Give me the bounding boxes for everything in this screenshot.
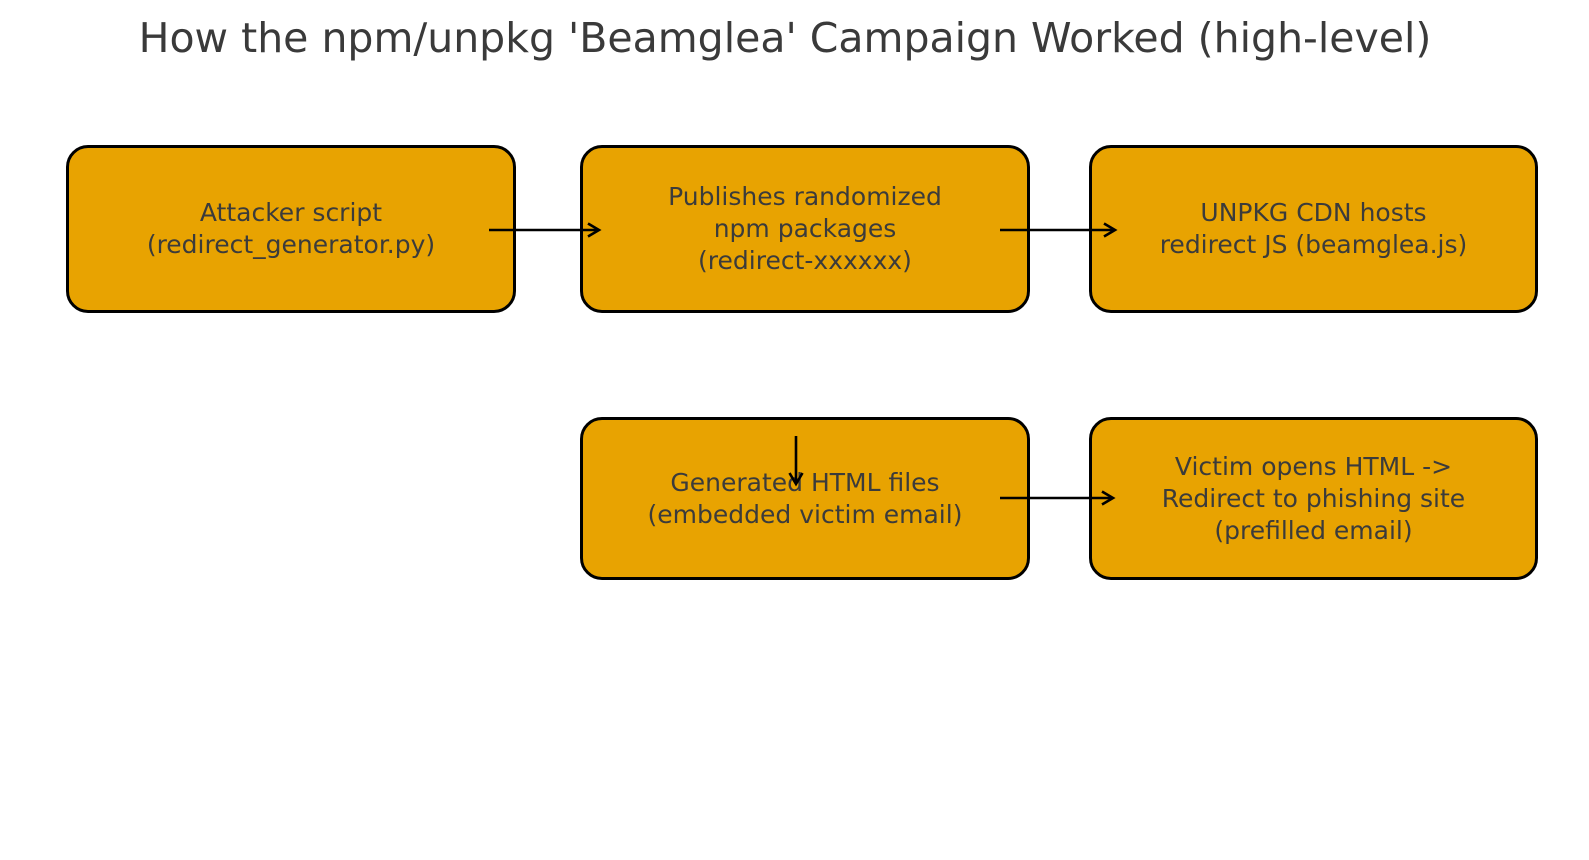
node-generated-html: Generated HTML files (embedded victim em… bbox=[580, 417, 1030, 580]
node-attacker-script: Attacker script (redirect_generator.py) bbox=[66, 145, 516, 313]
node-victim-redirect: Victim opens HTML -> Redirect to phishin… bbox=[1089, 417, 1538, 580]
node-npm-packages: Publishes randomized npm packages (redir… bbox=[580, 145, 1030, 313]
diagram-title: How the npm/unpkg 'Beamglea' Campaign Wo… bbox=[138, 14, 1432, 62]
node-unpkg-cdn: UNPKG CDN hosts redirect JS (beamglea.js… bbox=[1089, 145, 1538, 313]
